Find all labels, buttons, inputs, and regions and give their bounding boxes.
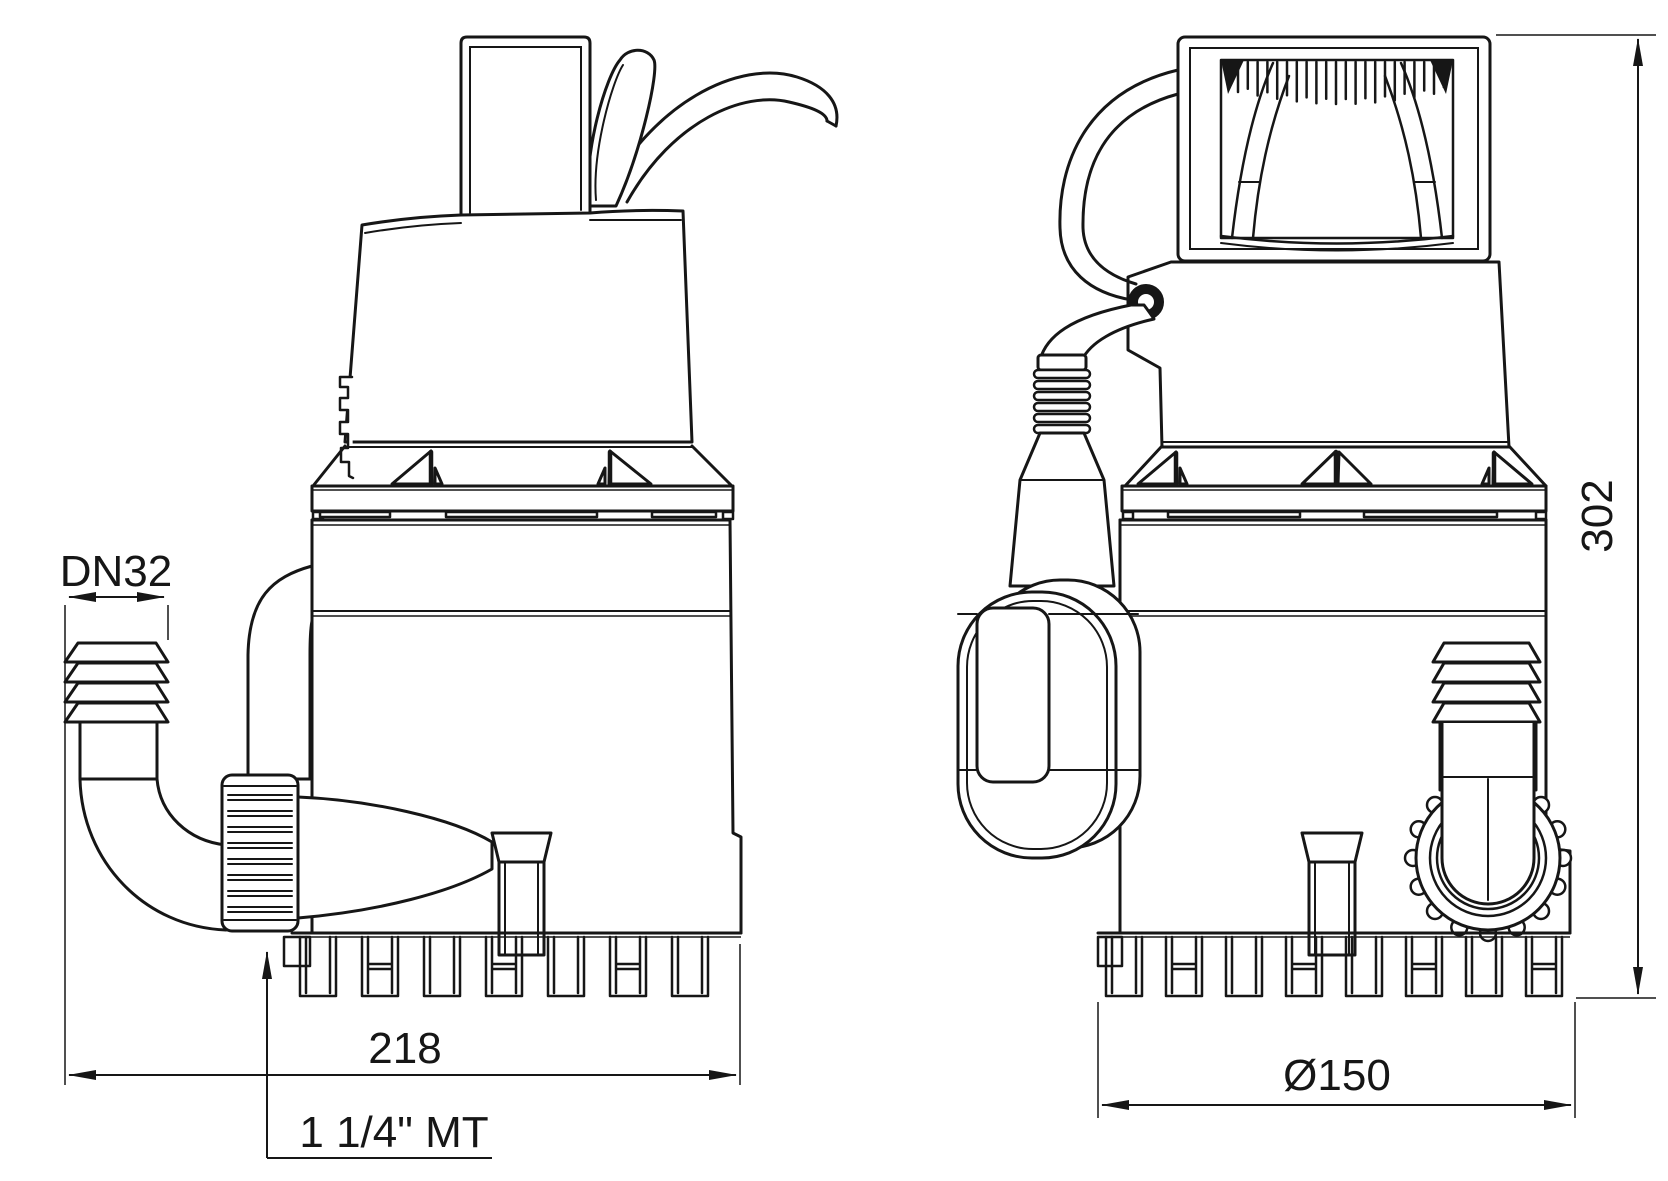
float-cable xyxy=(1008,68,1180,588)
elbow xyxy=(78,777,228,932)
outlet-assembly-front xyxy=(1300,641,1573,957)
label-overall-width: 218 xyxy=(368,1024,441,1073)
label-thread-size: 1 1/4" MT xyxy=(299,1108,488,1157)
handle-corner-wedge-right xyxy=(1430,60,1453,94)
diffuser-horn xyxy=(296,795,494,920)
hose-barb xyxy=(63,641,170,781)
coupling-nut xyxy=(220,773,300,933)
discharge-pipe-bend xyxy=(246,564,314,781)
label-overall-height: 302 xyxy=(1573,479,1622,552)
dimension-dia150: Ø150 xyxy=(1097,1002,1576,1118)
label-base-diameter: Ø150 xyxy=(1283,1051,1391,1100)
gussets xyxy=(390,449,653,486)
cable-gland-stem xyxy=(459,35,592,217)
dimension-dn32: DN32 xyxy=(60,547,173,1085)
float-neck-cone xyxy=(1008,431,1116,588)
float-panel xyxy=(975,606,1051,784)
label-outlet-diameter: DN32 xyxy=(60,547,173,596)
side-clip-detail xyxy=(338,375,355,480)
band-tabs-front xyxy=(1121,510,1548,521)
strainer-base xyxy=(282,931,743,998)
dimension-218: 218 xyxy=(68,944,741,1085)
float-switch xyxy=(956,578,1142,860)
handle-pillars xyxy=(1230,61,1444,240)
strain-relief-accordion xyxy=(1032,368,1092,435)
outlet-assembly xyxy=(63,564,553,957)
grip-ribs xyxy=(1236,60,1446,106)
support-foot xyxy=(490,831,553,957)
gusset-band-front xyxy=(1120,441,1548,521)
hose-barb-front xyxy=(1431,641,1542,724)
dimensions: DN32 218 1 1/4" MT Ø150 302 xyxy=(60,34,1656,1159)
motor-housing-front xyxy=(1126,260,1511,449)
power-cable xyxy=(586,48,839,208)
dimension-302: 302 xyxy=(1496,34,1656,999)
motor-housing xyxy=(338,208,694,480)
gussets-front xyxy=(1136,449,1534,486)
front-view xyxy=(956,35,1573,998)
side-view xyxy=(63,35,839,998)
band-tabs xyxy=(311,510,735,521)
dimension-thread: 1 1/4" MT xyxy=(262,951,492,1159)
carrying-handle xyxy=(1176,35,1492,263)
strain-relief-collar xyxy=(1036,353,1088,372)
strainer-base-front xyxy=(1096,931,1572,998)
gusset-band xyxy=(310,444,735,521)
